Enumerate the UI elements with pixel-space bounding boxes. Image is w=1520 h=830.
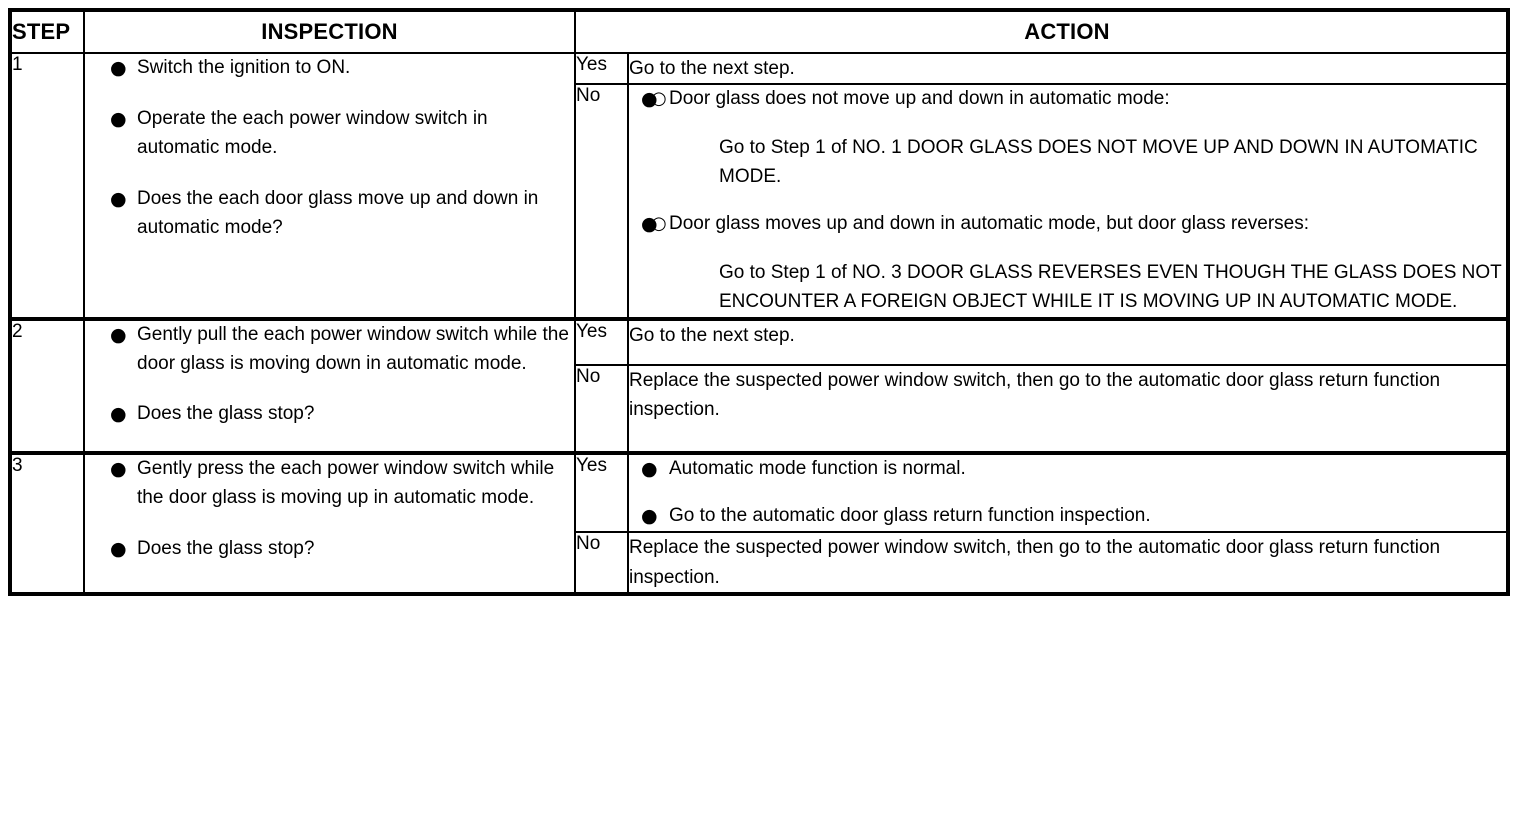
answer-label-no: No [574, 364, 628, 456]
list-item: ● Door glass moves up and down in automa… [629, 210, 1506, 317]
action-text: Automatic mode function is normal. [669, 458, 966, 480]
inspection-list: ● Switch the ignition to ON. ● Operate t… [85, 54, 574, 242]
list-item: ○ Go to Step 1 of NO. 3 DOOR GLASS REVER… [651, 213, 1506, 317]
action-text: Go to the next step. [629, 58, 795, 79]
list-item: ● Does the glass stop? [85, 535, 574, 564]
action-text: Door glass moves up and down in automati… [669, 213, 1309, 235]
header-row: STEP INSPECTION ACTION [8, 8, 1510, 54]
hollow-bullet-icon: ○ [651, 213, 667, 235]
list-item: ● Switch the ignition to ON. [85, 54, 574, 83]
action-cell-yes: ● Automatic mode function is normal. ● G… [627, 453, 1510, 534]
answer-label-yes: Yes [574, 453, 628, 534]
inspection-text: Gently pull the each power window switch… [137, 323, 569, 374]
filled-bullet-icon: ● [110, 187, 127, 210]
filled-bullet-icon: ● [641, 213, 658, 236]
table-row: No Replace the suspected power window sw… [10, 364, 1510, 456]
list-item: ● Automatic mode function is normal. [629, 455, 1506, 484]
action-cell-no: ● Door glass does not move up and down i… [627, 84, 1510, 321]
column-header-inspection: INSPECTION [83, 8, 575, 54]
table-row: 3 ● Gently press the each power window s… [8, 453, 1510, 596]
step-number: 3 [8, 453, 84, 596]
step-number: 2 [8, 318, 84, 456]
inspection-text: Does the glass stop? [137, 403, 315, 425]
list-item: ● Does the glass stop? [85, 400, 574, 429]
action-sublist: ○ Go to Step 1 of NO. 3 DOOR GLASS REVER… [651, 213, 1506, 317]
action-text: Replace the suspected power window switc… [629, 537, 1441, 588]
troubleshooting-table: STEP INSPECTION ACTION 1 ● Switch the ig… [8, 8, 1510, 596]
list-item: ● Gently press the each power window swi… [85, 455, 574, 513]
inspection-text: Does the glass stop? [137, 538, 315, 560]
action-subtext: Go to Step 1 of NO. 1 DOOR GLASS DOES NO… [719, 137, 1478, 188]
answer-label-yes: Yes [574, 318, 628, 366]
list-item: ○ Go to Step 1 of NO. 1 DOOR GLASS DOES … [651, 88, 1506, 192]
inspection-list: ● Gently press the each power window swi… [85, 455, 574, 564]
list-item: ● Operate the each power window switch i… [85, 105, 574, 163]
filled-bullet-icon: ● [110, 538, 127, 561]
table-row: No ● Door glass does not move up and dow… [10, 84, 1510, 321]
action-cell-no: Replace the suspected power window switc… [627, 532, 1510, 596]
answer-label-no: No [574, 84, 628, 321]
filled-bullet-icon: ● [110, 458, 127, 481]
column-header-action: ACTION [628, 8, 1510, 54]
action-list: ● Automatic mode function is normal. ● G… [629, 455, 1506, 531]
inspection-list: ● Gently pull the each power window swit… [85, 321, 574, 430]
filled-bullet-icon: ● [110, 323, 127, 346]
answer-label-yes: Yes [574, 53, 628, 86]
column-header-spacer [574, 8, 628, 54]
inspection-text: Gently press the each power window switc… [137, 458, 555, 509]
action-subtext: Go to Step 1 of NO. 3 DOOR GLASS REVERSE… [719, 261, 1502, 312]
table-header: STEP INSPECTION ACTION [8, 8, 1510, 54]
answer-label-no: No [574, 532, 628, 596]
step-inspection-cell: ● Gently press the each power window swi… [83, 453, 575, 596]
hollow-bullet-icon: ○ [651, 88, 667, 110]
action-sublist: ○ Go to Step 1 of NO. 1 DOOR GLASS DOES … [651, 88, 1506, 192]
action-text: Door glass does not move up and down in … [669, 88, 1170, 110]
filled-bullet-icon: ● [641, 458, 658, 481]
list-item: ● Go to the automatic door glass return … [629, 502, 1506, 531]
list-item: ● Gently pull the each power window swit… [85, 321, 574, 379]
inspection-text: Operate the each power window switch in … [137, 107, 488, 158]
column-header-action-label: ACTION [1024, 19, 1110, 44]
filled-bullet-icon: ● [641, 505, 658, 528]
action-cell-no: Replace the suspected power window switc… [627, 364, 1510, 456]
table-body: 1 ● Switch the ignition to ON. ● Operate… [8, 53, 1510, 596]
filled-bullet-icon: ● [110, 403, 127, 426]
action-text: Replace the suspected power window switc… [629, 369, 1441, 421]
action-cell-yes: Go to the next step. [627, 318, 1510, 366]
step-inspection-cell: ● Gently pull the each power window swit… [83, 318, 575, 456]
list-item: ● Does the each door glass move up and d… [85, 185, 574, 243]
list-item: ● Door glass does not move up and down i… [629, 85, 1506, 192]
inspection-text: Does the each door glass move up and dow… [137, 187, 539, 238]
table-row: 2 ● Gently pull the each power window sw… [8, 318, 1510, 456]
step-inspection-cell: ● Switch the ignition to ON. ● Operate t… [83, 53, 575, 321]
action-list: ● Door glass does not move up and down i… [629, 85, 1506, 316]
table-row: No Replace the suspected power window sw… [10, 532, 1510, 596]
action-cell-yes: Go to the next step. [627, 53, 1510, 86]
filled-bullet-icon: ● [110, 107, 127, 130]
action-text: Go to the next step. [629, 324, 795, 346]
column-header-step: STEP [8, 8, 84, 54]
filled-bullet-icon: ● [641, 88, 658, 111]
step-number: 1 [8, 53, 84, 321]
action-text: Go to the automatic door glass return fu… [669, 505, 1151, 527]
table-row: 1 ● Switch the ignition to ON. ● Operate… [8, 53, 1510, 321]
filled-bullet-icon: ● [110, 57, 127, 79]
inspection-text: Switch the ignition to ON. [137, 57, 351, 78]
